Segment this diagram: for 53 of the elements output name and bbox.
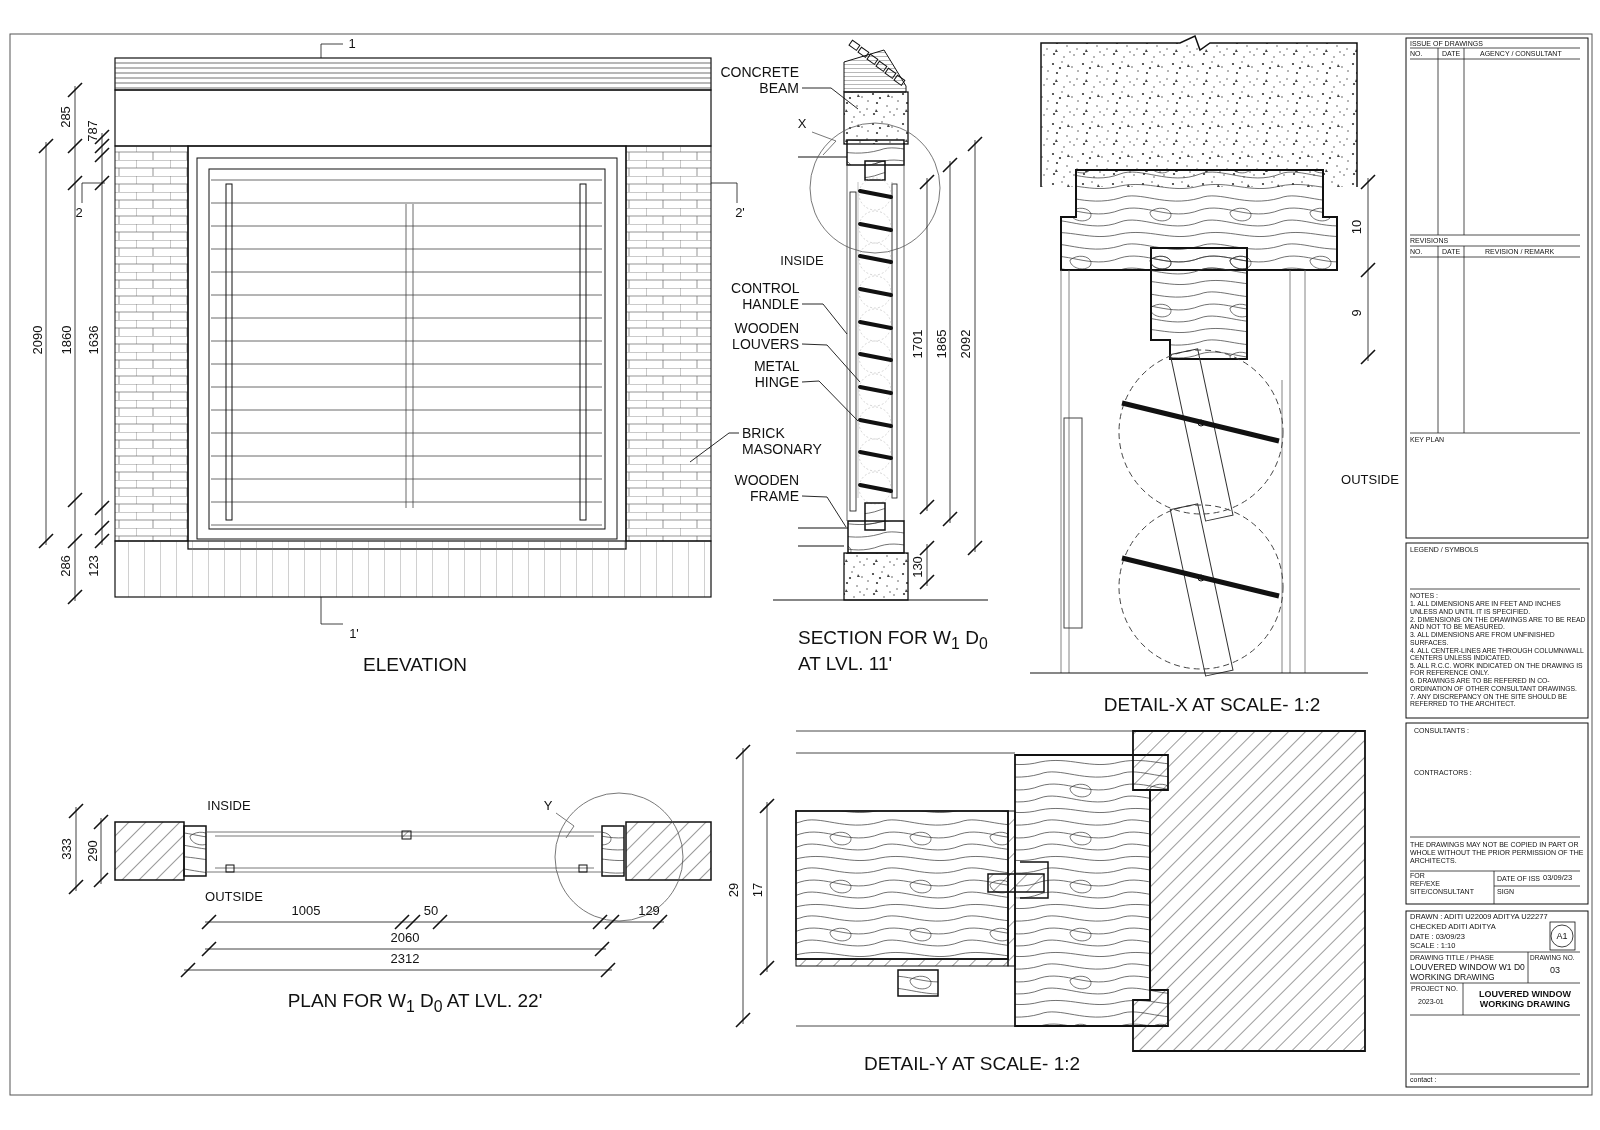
dimension-text: 9 (1349, 309, 1365, 317)
leader-line (801, 495, 847, 528)
title-block-text: LOUVERED WINDOW W1 D0 WORKING DRAWING (1410, 963, 1526, 983)
dimension-text: 290 (85, 840, 101, 862)
leader-line (689, 432, 740, 463)
dimension-text: 2' (735, 205, 745, 221)
title-block-text: A1 (1556, 930, 1568, 942)
dimension-text: 10 (1349, 219, 1365, 235)
drawing-title: DETAIL-X AT SCALE- 1:2 (1103, 694, 1321, 716)
callout-label: BRICK MASONARY (742, 425, 822, 457)
dimension-text: 29 (726, 882, 742, 898)
dimension-text: 1005 (291, 903, 321, 919)
dimension-text: 285 (58, 106, 74, 128)
dimension-text: 1 (348, 36, 356, 52)
dimension-text: OUTSIDE (205, 889, 263, 905)
dimension-text: Y (543, 798, 553, 814)
dimension-text: 130 (910, 556, 926, 578)
dimension-text: OUTSIDE (1341, 472, 1399, 488)
dimension-text: 1636 (86, 325, 102, 355)
dimension-text: X (797, 116, 807, 132)
dimension-text: 2090 (30, 325, 46, 355)
callout-label: CONCRETE BEAM (720, 64, 799, 96)
dimension-text: 1865 (934, 329, 950, 359)
dimension-text: 50 (423, 903, 439, 919)
dimension-text: 2312 (390, 951, 420, 967)
leader-line (801, 87, 859, 110)
leader-line (801, 343, 861, 383)
dimension-text: 286 (58, 555, 74, 577)
drawing-title: PLAN FOR W$_{1}$ D$_{0}$ AT LVL. 22' (287, 990, 543, 1016)
dimension-text: 2 (75, 205, 83, 221)
dimension-text: 2092 (958, 329, 974, 359)
drawing-title: ELEVATION (363, 654, 467, 676)
callout-label: WOODEN FRAME (734, 472, 799, 504)
dimension-text: INSIDE (207, 798, 251, 814)
dimension-text: 787 (85, 120, 101, 142)
callout-label: WOODEN LOUVERS (732, 320, 799, 352)
dimension-text: 17 (750, 882, 766, 898)
dimension-text: 123 (86, 555, 102, 577)
drawing-title: SECTION FOR W$_{1}$ D$_{0}$ AT LVL. 11' (798, 628, 989, 674)
dimension-text: 1860 (59, 325, 75, 355)
callout-label: CONTROL HANDLE (731, 280, 799, 312)
dimension-text: 333 (59, 838, 75, 860)
leader-line (801, 303, 848, 335)
dimension-text: INSIDE (780, 253, 824, 269)
title-block-text: 03 (1550, 965, 1560, 976)
title-block-text: LOUVERED WINDOW WORKING DRAWING (1478, 988, 1572, 1010)
drawing-title: DETAIL-Y AT SCALE- 1:2 (863, 1053, 1081, 1075)
dimension-text: 129 (638, 903, 660, 919)
dimension-text: 2060 (390, 930, 420, 946)
callout-label: METAL HINGE (753, 358, 799, 390)
dimension-text: 1701 (910, 329, 926, 359)
dimension-text: 1' (349, 626, 359, 642)
leader-line (801, 380, 859, 422)
